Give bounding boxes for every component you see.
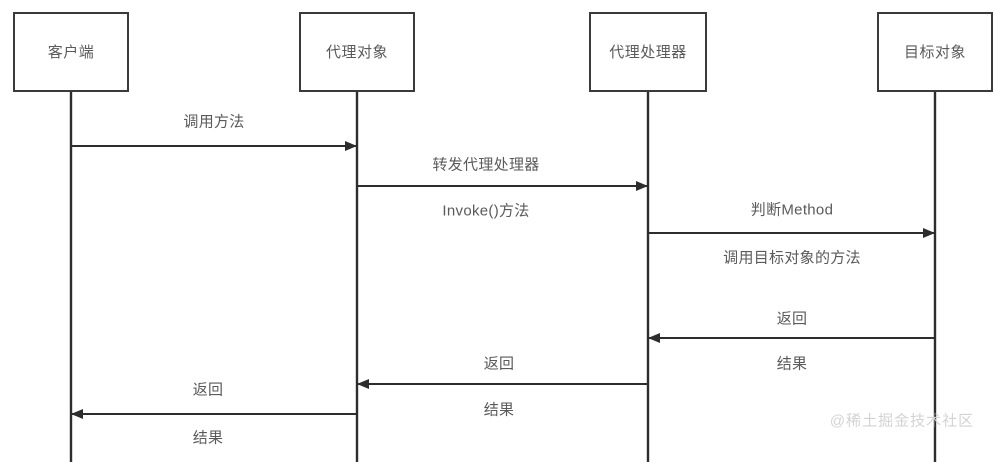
message-label-m6-above: 返回 (192, 381, 224, 399)
lifelines-group (69, 92, 937, 462)
message-label-m4-below: 结果 (776, 355, 808, 373)
actor-label-client: 客户端 (47, 43, 95, 61)
actor-label-target: 目标对象 (903, 43, 966, 61)
message-arrows-group (71, 141, 935, 419)
actor-box-handler[interactable]: 代理处理器 (589, 12, 707, 92)
message-label-m5-below: 结果 (483, 401, 515, 419)
actor-box-proxy[interactable]: 代理对象 (299, 12, 415, 92)
message-label-m2-below: Invoke()方法 (442, 202, 530, 220)
actor-label-handler: 代理处理器 (609, 43, 687, 61)
actor-label-proxy: 代理对象 (325, 43, 388, 61)
message-label-m5-above: 返回 (483, 355, 515, 373)
message-label-m3-below: 调用目标对象的方法 (723, 249, 861, 267)
message-label-m6-below: 结果 (192, 429, 224, 447)
watermark-text: @稀土掘金技术社区 (829, 412, 975, 430)
actor-box-target[interactable]: 目标对象 (877, 12, 993, 92)
actor-box-client[interactable]: 客户端 (13, 12, 129, 92)
message-label-m4-above: 返回 (776, 310, 808, 328)
message-label-m3-above: 判断Method (750, 201, 834, 219)
message-label-m2-above: 转发代理处理器 (432, 156, 540, 174)
message-label-m1-above: 调用方法 (183, 113, 245, 131)
